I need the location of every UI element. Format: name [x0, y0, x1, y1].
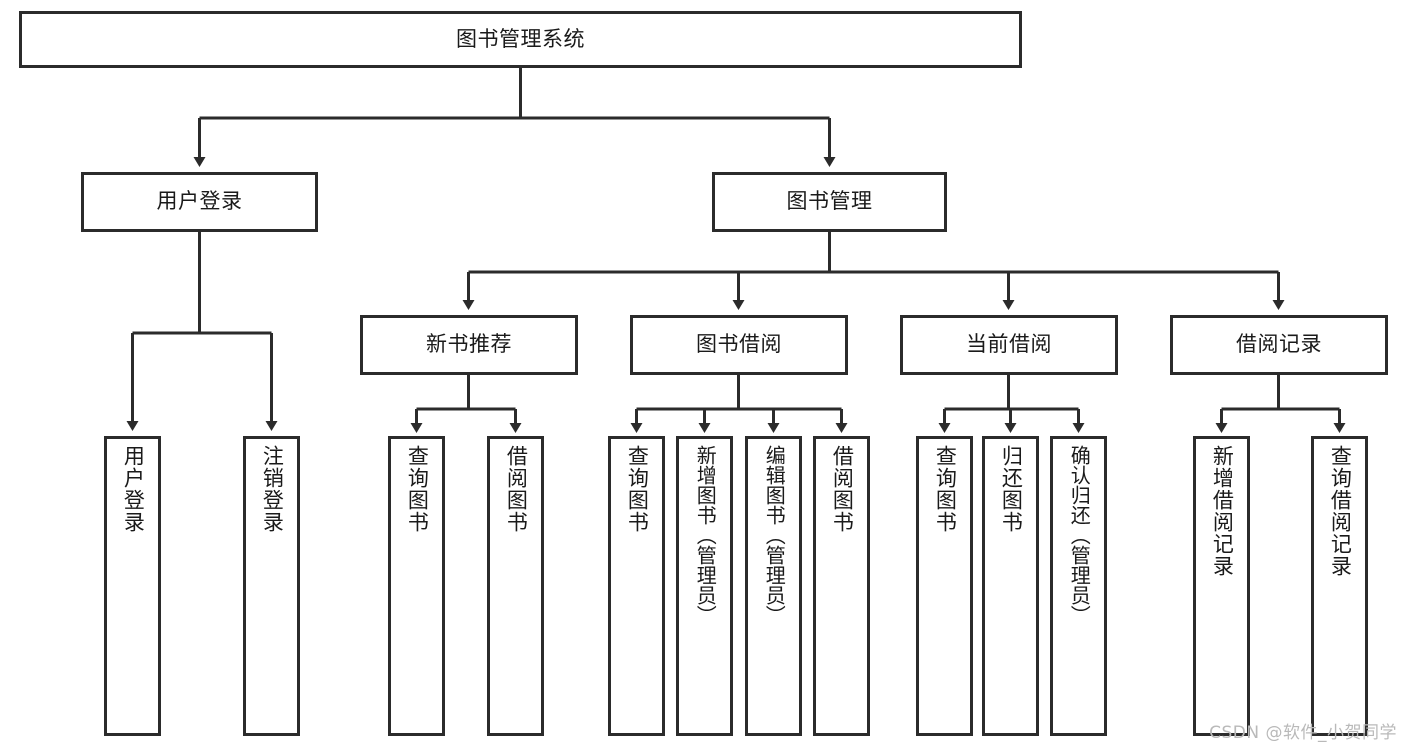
- node-leaf-add-borrow-record[interactable]: 新增借阅记录: [1193, 436, 1250, 736]
- node-label: 借阅图书: [504, 445, 529, 533]
- node-leaf-edit-book-admin[interactable]: 编辑图书（管理员）: [745, 436, 802, 736]
- node-label: 新增图书（管理员）: [693, 445, 718, 625]
- node-user-login[interactable]: 用户登录: [81, 172, 318, 232]
- node-label: 用户登录: [156, 189, 243, 214]
- node-leaf-borrow-book[interactable]: 借阅图书: [813, 436, 870, 736]
- node-label: 确认归还（管理员）: [1067, 445, 1092, 625]
- node-label: 查询图书: [625, 445, 650, 533]
- node-label: 注销登录: [260, 445, 285, 533]
- node-label: 新书推荐: [426, 332, 512, 357]
- node-label: 图书管理: [786, 189, 873, 214]
- node-label: 图书借阅: [696, 332, 782, 357]
- node-leaf-confirm-return-admin[interactable]: 确认归还（管理员）: [1050, 436, 1107, 736]
- node-label: 借阅记录: [1236, 332, 1322, 357]
- watermark-text: CSDN @软件_小贺同学: [1209, 723, 1397, 743]
- node-leaf-borrow-book-recommend[interactable]: 借阅图书: [487, 436, 544, 736]
- node-leaf-user-login[interactable]: 用户登录: [104, 436, 161, 736]
- node-borrow-record[interactable]: 借阅记录: [1170, 315, 1388, 375]
- node-book-management[interactable]: 图书管理: [712, 172, 947, 232]
- node-leaf-return-book[interactable]: 归还图书: [982, 436, 1039, 736]
- node-label: 图书管理系统: [456, 26, 585, 51]
- node-leaf-user-logout[interactable]: 注销登录: [243, 436, 300, 736]
- node-root-book-management-system[interactable]: 图书管理系统: [19, 11, 1022, 68]
- node-book-borrow[interactable]: 图书借阅: [630, 315, 848, 375]
- node-label: 查询图书: [405, 445, 430, 533]
- node-label: 编辑图书（管理员）: [762, 445, 787, 625]
- node-label: 归还图书: [999, 445, 1024, 533]
- node-leaf-query-book-recommend[interactable]: 查询图书: [388, 436, 445, 736]
- node-label: 借阅图书: [830, 445, 855, 533]
- node-current-borrow[interactable]: 当前借阅: [900, 315, 1118, 375]
- node-label: 当前借阅: [966, 332, 1052, 357]
- node-label: 查询借阅记录: [1328, 445, 1353, 577]
- node-leaf-query-book-current[interactable]: 查询图书: [916, 436, 973, 736]
- node-leaf-add-book-admin[interactable]: 新增图书（管理员）: [676, 436, 733, 736]
- node-label: 新增借阅记录: [1210, 445, 1235, 577]
- node-leaf-query-book-borrow[interactable]: 查询图书: [608, 436, 665, 736]
- node-label: 用户登录: [121, 445, 146, 533]
- node-new-book-recommend[interactable]: 新书推荐: [360, 315, 578, 375]
- node-leaf-query-borrow-record[interactable]: 查询借阅记录: [1311, 436, 1368, 736]
- node-label: 查询图书: [933, 445, 958, 533]
